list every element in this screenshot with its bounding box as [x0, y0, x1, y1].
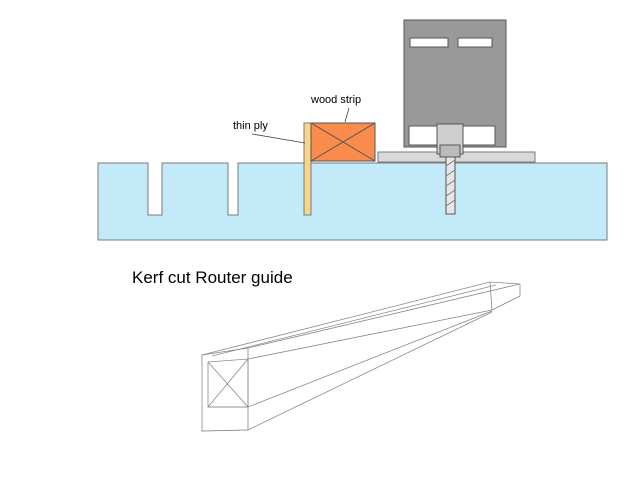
router-guide-perspective: [201, 281, 521, 432]
router-bit: [445, 156, 456, 215]
wood-strip-leader: [344, 107, 350, 123]
router-slot-right: [457, 37, 493, 48]
wood-strip-label: wood strip: [310, 94, 361, 106]
router-body: [403, 19, 507, 158]
workpiece-board: [97, 162, 608, 241]
thin-ply-leader: [251, 133, 306, 144]
diagram-caption: Kerf cut Router guide: [132, 268, 293, 287]
router-slot-left: [409, 37, 449, 48]
wood-strip-block: [310, 122, 376, 162]
thin-ply-strip: [303, 122, 312, 216]
thin-ply-label: thin ply: [233, 120, 268, 132]
